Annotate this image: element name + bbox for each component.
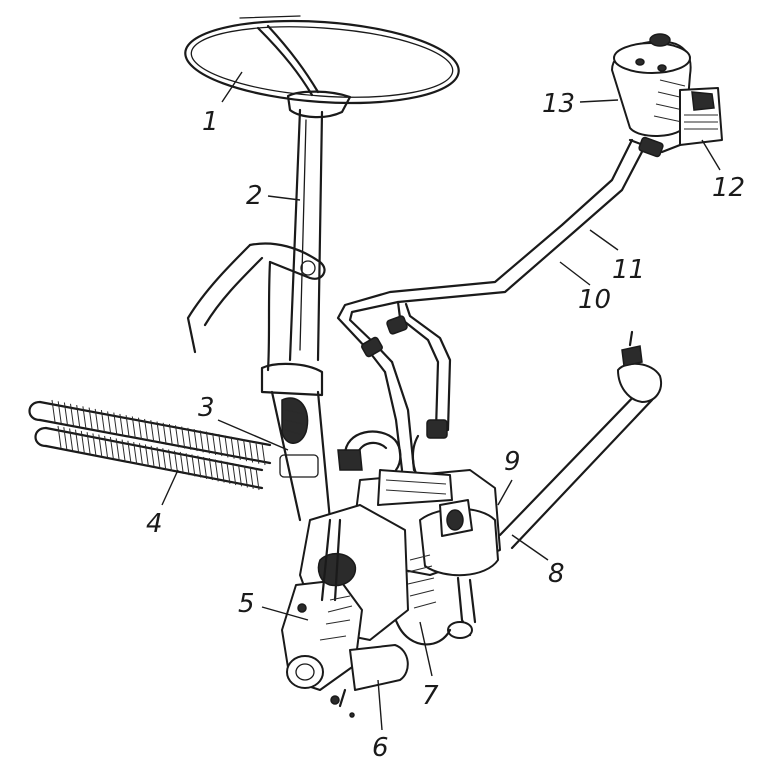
callout-5: 5 [238, 589, 255, 619]
leader-lines [161, 71, 721, 731]
steering-column [186, 108, 326, 397]
callout-13: 13 [542, 89, 575, 119]
steering-wheel [184, 15, 460, 119]
intermediate-shaft [270, 390, 332, 522]
callout-3: 3 [198, 393, 215, 423]
callout-7: 7 [422, 681, 439, 711]
callout-9: 9 [504, 447, 521, 477]
callout-4: 4 [146, 509, 163, 539]
callout-10: 10 [578, 285, 611, 315]
callout-labels: 1 2 3 4 5 6 7 8 9 10 11 12 13 [146, 89, 745, 763]
callout-1: 1 [202, 107, 219, 137]
callout-12: 12 [712, 173, 745, 203]
oil-reservoir [611, 33, 692, 137]
callout-6: 6 [372, 733, 389, 763]
hydraulic-lines [336, 138, 646, 472]
steering-gearbox [281, 504, 409, 718]
hydraulic-pump [628, 87, 723, 158]
oil-cooler [28, 399, 272, 491]
tie-rod [498, 330, 662, 550]
callout-2: 2 [246, 181, 263, 211]
callout-8: 8 [548, 559, 565, 589]
callout-11: 11 [612, 255, 645, 285]
